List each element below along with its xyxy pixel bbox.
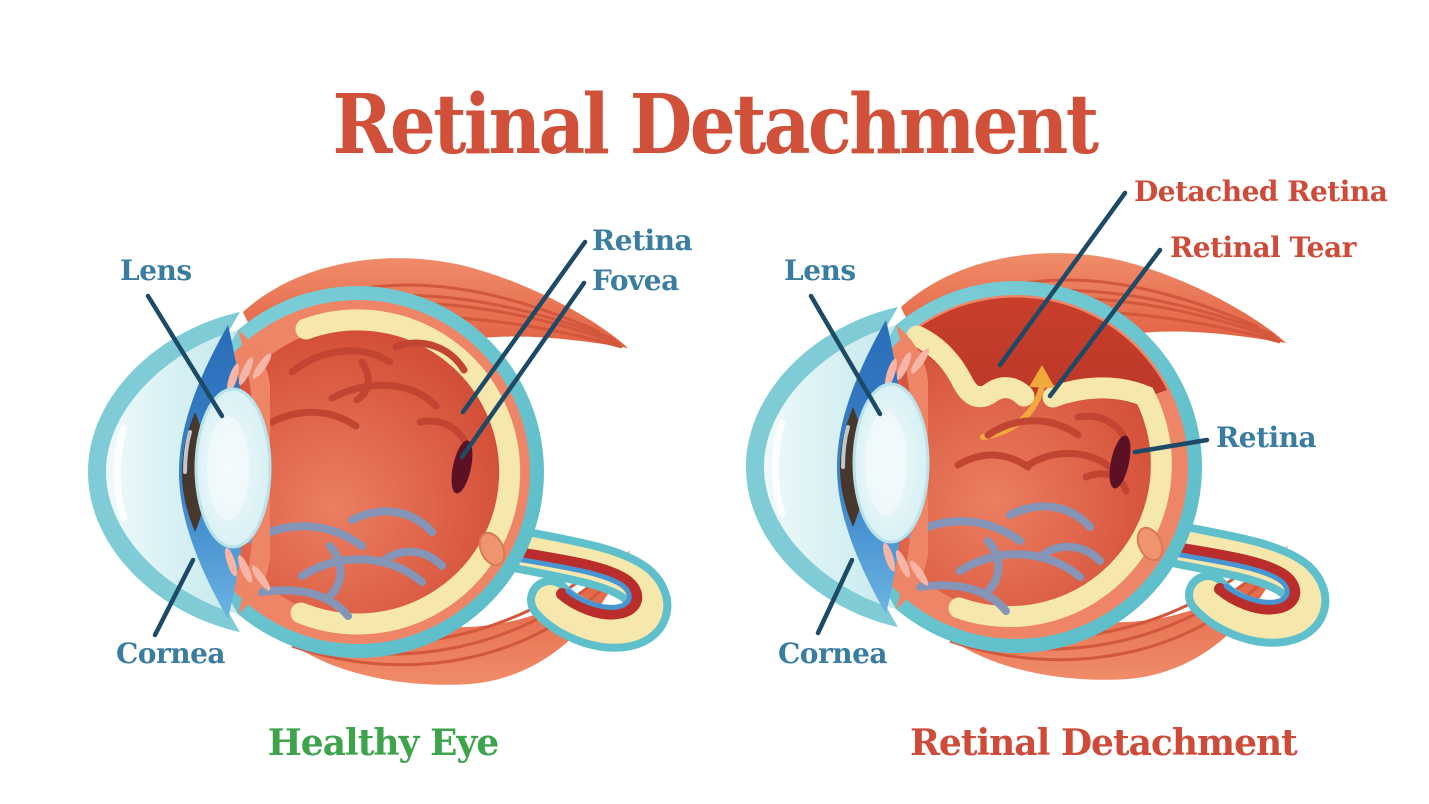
retinal-vessel-red (984, 417, 1082, 439)
retinal-vessel-blue (258, 586, 352, 620)
leader-line-retinal-tear (1047, 247, 1163, 399)
leader-line-retina-left (460, 239, 588, 415)
label-retinal-tear: Retinal Tear (1170, 231, 1356, 264)
zonule-fiber (237, 555, 253, 583)
optic-disc (1136, 526, 1164, 562)
zonule-fiber (885, 358, 897, 388)
detached-retina-flap (906, 325, 1035, 408)
retinal-vessel-red (353, 358, 372, 404)
cornea-highlight (113, 424, 128, 522)
zonule-fiber (252, 353, 272, 379)
label-retina-right: Retina (1216, 421, 1317, 454)
caption-retinal-detachment: Retinal Detachment (910, 722, 1298, 764)
optic-disc (478, 531, 506, 567)
retinal-vessel-red (268, 408, 360, 430)
label-lens-left: Lens (120, 254, 192, 287)
cornea-highlight (771, 419, 786, 517)
retina-layer (948, 377, 1172, 628)
leader-line-retina-right (1132, 437, 1210, 455)
diagram-title: Retinal Detachment (332, 76, 1100, 173)
leader-line-cornea-right (815, 557, 855, 636)
zonule-fiber (896, 352, 912, 380)
leader-line-lens-left (145, 293, 225, 419)
label-retina-left: Retina (592, 224, 693, 257)
leader-line-fovea-left (459, 280, 587, 460)
label-detached-retina: Detached Retina (1134, 175, 1388, 208)
healthy-eye-illustration (88, 258, 672, 685)
retinal-vessel-red (392, 339, 468, 374)
muscle-fiber-line (949, 556, 1288, 662)
retinal-vessel-red (288, 347, 394, 376)
fovea-spot (451, 440, 473, 494)
zonule-fiber (238, 357, 254, 385)
leader-line-cornea-left (152, 557, 196, 638)
ciliary-body (238, 330, 270, 614)
retinal-vessel-blue (1036, 542, 1104, 565)
optic-nerve (472, 522, 672, 652)
label-cornea-right: Cornea (778, 637, 888, 670)
retinal-vessel-blue (326, 542, 345, 600)
retinal-vessel-blue (378, 547, 446, 570)
retinal-vessel-blue (984, 537, 1003, 595)
detached-eye-illustration (746, 253, 1330, 680)
retinal-vessel-blue (916, 581, 1010, 615)
label-cornea-left: Cornea (116, 637, 226, 670)
lens-highlight (207, 416, 249, 520)
muscle-fiber-line (291, 561, 630, 667)
retinal-vessel-red (1024, 450, 1117, 474)
leader-line-lens-right (808, 293, 883, 417)
retinal-vessel-blue (298, 555, 426, 586)
retinal-vessel-red (954, 451, 1032, 471)
zonule-fiber (910, 348, 930, 374)
retinal-vessel-red (328, 381, 440, 410)
pupil-highlight (183, 430, 192, 474)
label-fovea-left: Fovea (592, 264, 679, 297)
retina-layer (290, 309, 521, 635)
pupil-highlight (841, 425, 850, 469)
leader-lines (145, 190, 1210, 638)
retinal-vessel-blue (956, 550, 1084, 581)
fovea-spot (1109, 435, 1131, 489)
caption-healthy-eye: Healthy Eye (267, 722, 499, 764)
label-lens-right: Lens (784, 254, 856, 287)
zonule-fiber (251, 565, 271, 591)
retinal-vessel-blue (348, 507, 436, 536)
zonule-fiber (909, 560, 929, 586)
optic-nerve (1130, 517, 1330, 647)
ciliary-body (896, 325, 928, 609)
lens-highlight (865, 411, 907, 515)
zonule-fiber (895, 550, 911, 578)
zonule-fiber (227, 363, 239, 393)
retinal-vessel-blue (1006, 502, 1094, 531)
leader-line-detached-retina (997, 190, 1128, 368)
zonule-fiber (883, 542, 895, 572)
zonule-fiber (225, 547, 237, 577)
